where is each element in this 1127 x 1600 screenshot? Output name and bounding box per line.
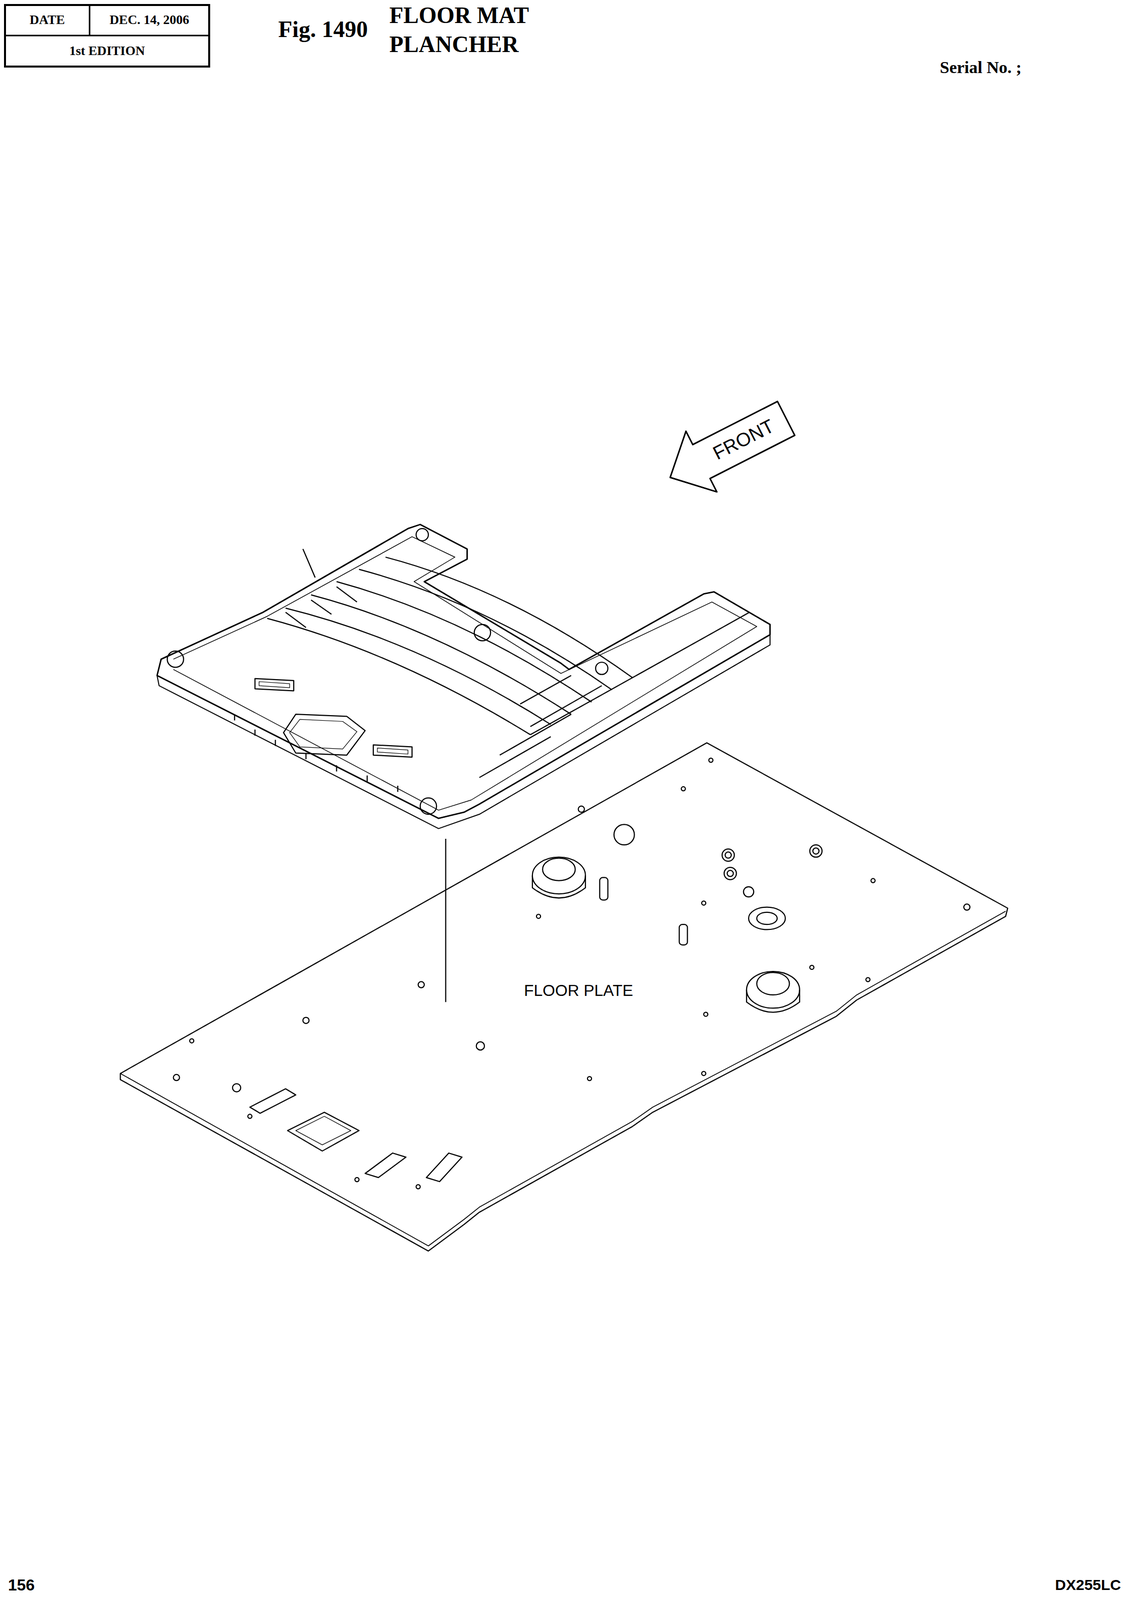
model-name: DX255LC: [1054, 1576, 1121, 1593]
figure-subtitle: PLANCHER: [389, 32, 519, 58]
part-label: FLOOR PLATE: [523, 981, 634, 1000]
leader-line: [302, 548, 315, 578]
front-arrow: [654, 387, 802, 508]
serial-label: Serial No. ;: [939, 58, 1022, 77]
date-cell: DATE: [6, 6, 89, 35]
leader-line: [444, 838, 446, 1002]
page-number: 156: [8, 1576, 35, 1594]
floor-mat: [157, 524, 771, 819]
figure-title: FLOOR MAT: [389, 3, 529, 29]
figure-number: Fig. 1490: [278, 17, 368, 43]
date-value: DEC. 14, 2006: [90, 6, 209, 35]
floor-plate: [120, 742, 1008, 1251]
edition-cell: 1st EDITION: [6, 36, 209, 66]
